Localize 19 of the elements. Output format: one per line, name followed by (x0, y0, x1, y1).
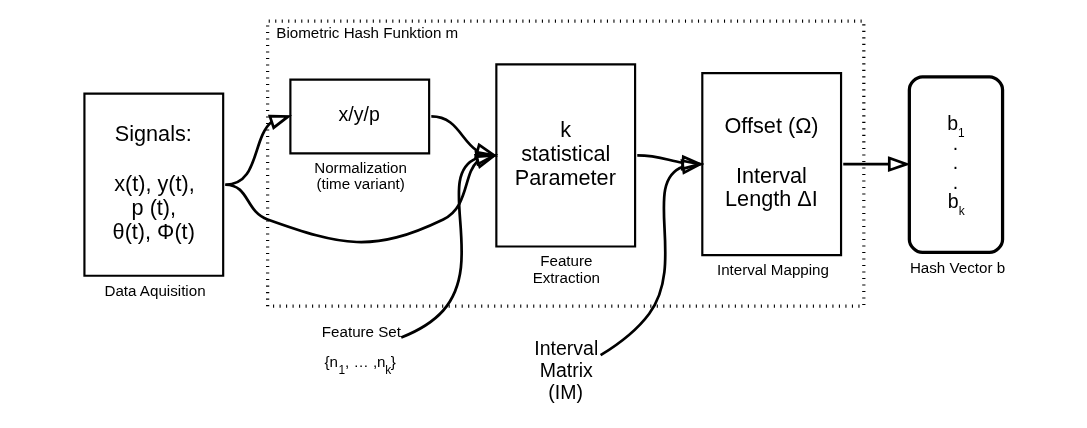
arrow (225, 114, 293, 187)
arrow (431, 115, 499, 159)
node-label: Interval Mapping (716, 260, 829, 278)
node-text: Feature Set {n$_{1}$, … ,n$_{k}$} (321, 322, 402, 378)
arrow (637, 154, 705, 171)
node-box: b$_{1}$ . . . b$_{k}$ (907, 75, 1005, 255)
node-box: Signals: x(t), y(t), p (t), θ(t), Φ(t) (83, 92, 225, 277)
node-box: Offset (Ω) Interval Length ΔI (701, 72, 843, 257)
node-box: x/y/p (289, 78, 431, 155)
node-label: Data Aquisition (104, 281, 206, 299)
node-label: Feature Extraction (532, 252, 601, 286)
node-label: Normalization (time variant) (314, 159, 407, 193)
arrow (225, 153, 499, 244)
node-label: Hash Vector b (909, 258, 1006, 276)
arrow (400, 150, 499, 339)
node-text: Interval Matrix (IM) (534, 337, 599, 403)
node-box: k statistical Parameter (495, 63, 637, 248)
arrow (599, 159, 705, 357)
arrow (843, 156, 911, 173)
